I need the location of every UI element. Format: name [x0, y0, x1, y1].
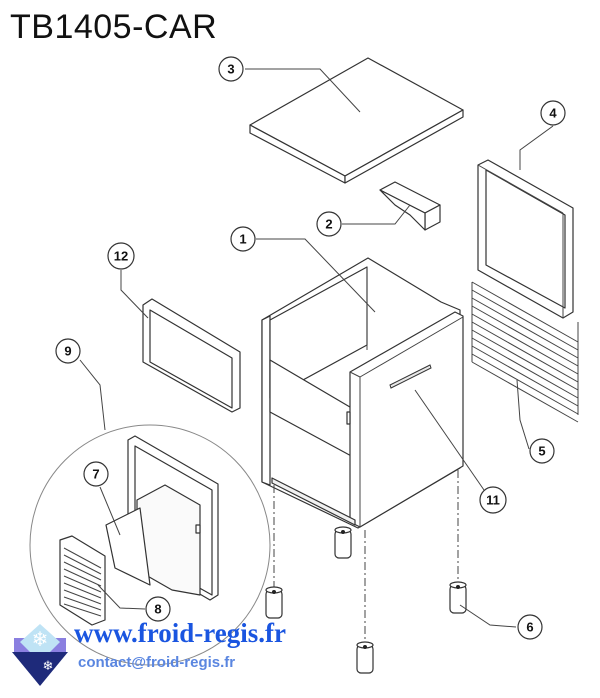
part-5-grid: [471, 281, 579, 423]
svg-text:8: 8: [154, 602, 161, 617]
callout-12: 12: [107, 242, 135, 270]
svg-text:2: 2: [325, 217, 332, 232]
svg-text:12: 12: [114, 249, 128, 264]
contact-email-link[interactable]: contact@froid-regis.fr: [78, 654, 236, 671]
part-3-top-panel: [249, 57, 464, 184]
part-12-panel: [142, 298, 241, 413]
froid-regis-logo: ❄ ❄: [12, 624, 68, 686]
callout-3: 3: [218, 56, 244, 82]
grid-wire: [471, 321, 579, 383]
foot: [265, 586, 283, 619]
svg-text:9: 9: [64, 344, 71, 359]
svg-text:11: 11: [486, 493, 500, 508]
svg-text:6: 6: [526, 620, 533, 635]
callout-2: 2: [316, 211, 342, 237]
callout-4: 4: [540, 100, 566, 126]
foot: [356, 641, 374, 674]
svg-text:4: 4: [549, 106, 557, 121]
callout-7: 7: [83, 461, 109, 487]
svg-text:7: 7: [92, 467, 99, 482]
grid-wire: [471, 329, 579, 391]
grid-wire: [471, 313, 579, 375]
callout-9: 9: [55, 338, 81, 364]
svg-text:❄: ❄: [43, 658, 54, 673]
svg-text:❄: ❄: [32, 629, 49, 651]
feet-assembly: [265, 470, 467, 674]
grid-wire: [471, 353, 579, 415]
callout-11: 11: [479, 486, 507, 514]
website-link[interactable]: www.froid-regis.fr: [74, 618, 286, 648]
svg-text:5: 5: [538, 444, 545, 459]
grid-wire: [471, 345, 579, 407]
part-9-detail: [29, 424, 271, 666]
leader-lines: [79, 68, 554, 628]
part-11-slot: [389, 364, 432, 389]
grid-wire: [471, 289, 579, 351]
grid-wire: [471, 361, 579, 423]
callout-5: 5: [529, 438, 555, 464]
callout-8: 8: [145, 596, 171, 622]
part-4-back-panel: [477, 159, 574, 319]
foot: [449, 581, 467, 614]
part-1-cabinet: [261, 257, 464, 529]
svg-text:1: 1: [239, 232, 246, 247]
grid-wire: [471, 337, 579, 399]
callout-1: 1: [230, 226, 256, 252]
diagram-title: TB1405-CAR: [10, 8, 218, 46]
callout-6: 6: [517, 614, 543, 640]
grid-wire: [471, 297, 579, 359]
svg-text:3: 3: [227, 62, 234, 77]
part-2-bracket: [379, 181, 441, 231]
foot: [334, 526, 352, 559]
grid-wire: [471, 305, 579, 367]
grid-wire: [471, 281, 579, 343]
